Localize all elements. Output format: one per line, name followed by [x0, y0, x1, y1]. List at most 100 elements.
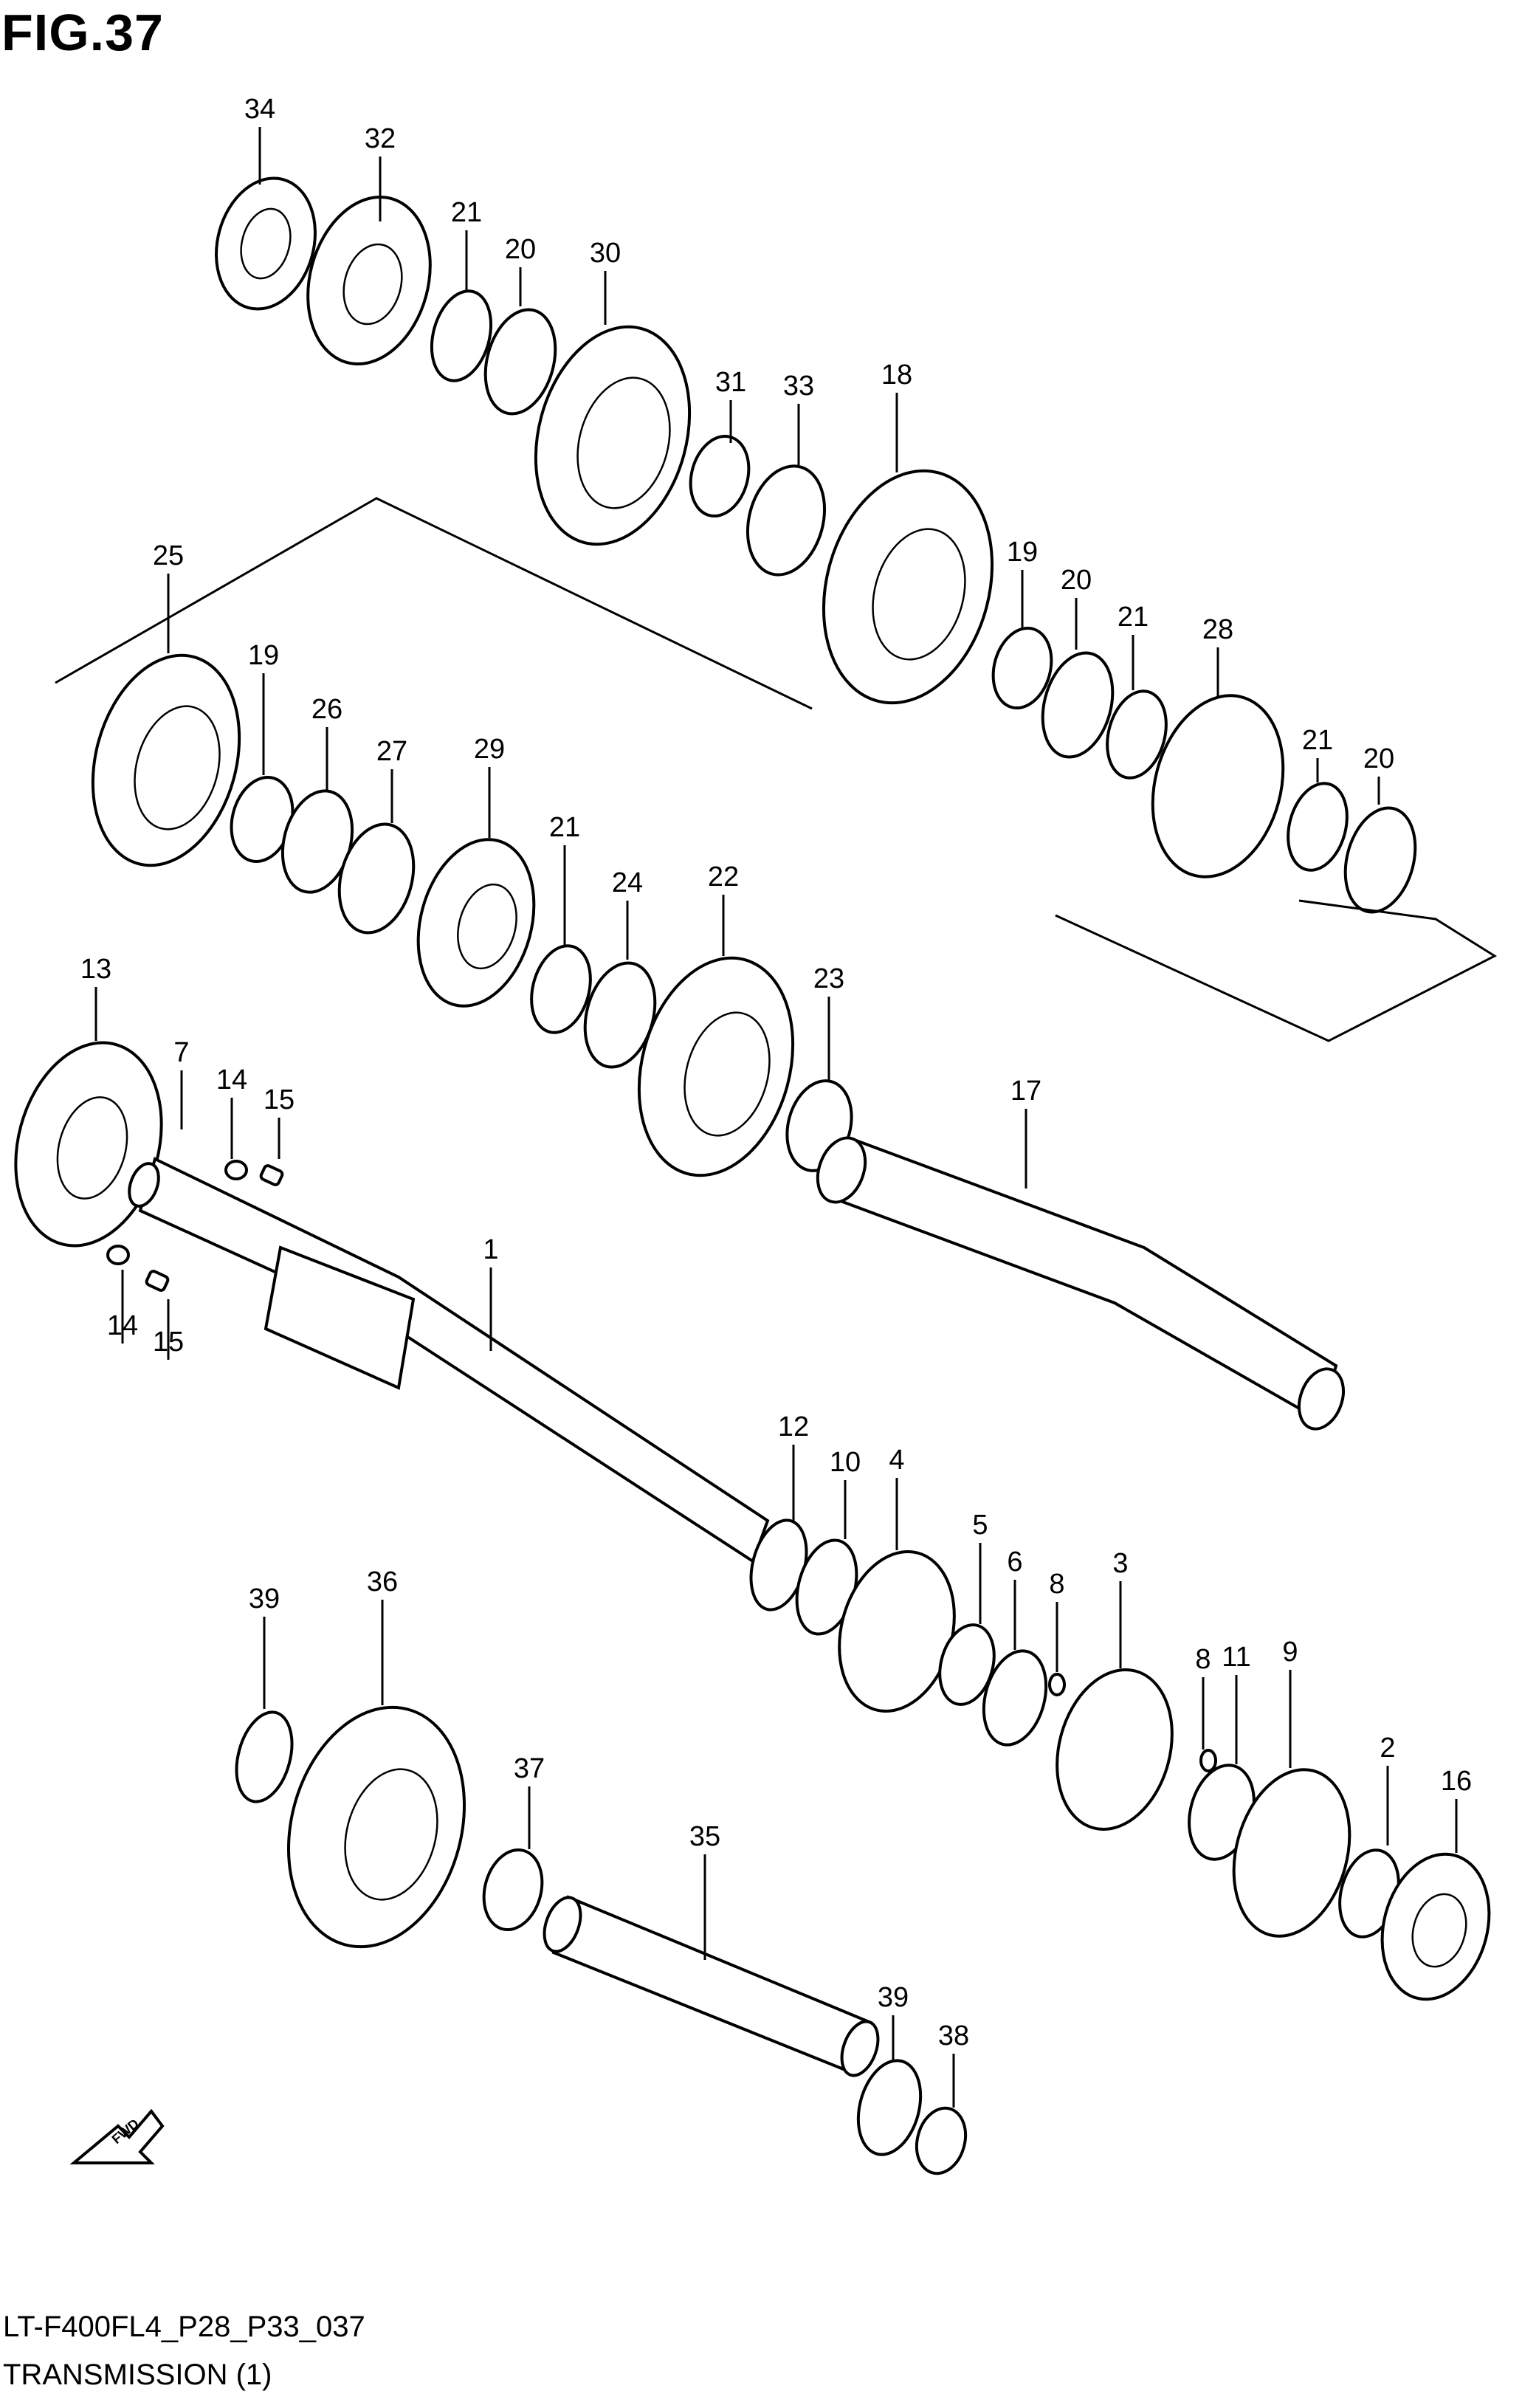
- diagram-caption: TRANSMISSION (1): [3, 2359, 272, 2391]
- callout-label-30: 30: [590, 238, 621, 269]
- pin-8-a[interactable]: [1048, 1673, 1066, 1696]
- callout-label-21: 21: [451, 197, 482, 228]
- middle-gear-group: [71, 639, 853, 1193]
- circlip-38[interactable]: [909, 2102, 972, 2178]
- callout-label-19: 19: [248, 640, 279, 671]
- circlip-21-a[interactable]: [422, 284, 500, 387]
- fwd-arrow-icon: FWD: [69, 2108, 165, 2164]
- callout-label-11: 11: [1222, 1642, 1250, 1673]
- plate-14-b[interactable]: [106, 1245, 130, 1265]
- bearing-34[interactable]: [202, 167, 329, 320]
- washer-20-c[interactable]: [1335, 800, 1426, 920]
- gear-30[interactable]: [513, 309, 713, 562]
- callout-label-35: 35: [689, 1821, 720, 1852]
- gear-28[interactable]: [1134, 681, 1303, 891]
- gear-9[interactable]: [1216, 1757, 1367, 1950]
- washer-27[interactable]: [328, 816, 425, 941]
- gear-25[interactable]: [71, 639, 262, 881]
- callout-label-29: 29: [474, 734, 505, 765]
- callout-label-1: 1: [483, 1234, 498, 1265]
- callout-label-9: 9: [1282, 1637, 1298, 1668]
- callout-label-5: 5: [972, 1510, 988, 1541]
- callout-label-7: 7: [173, 1037, 189, 1068]
- callout-label-8: 8: [1049, 1569, 1064, 1600]
- callout-label-8: 8: [1195, 1644, 1211, 1675]
- callout-label-32: 32: [365, 123, 396, 154]
- callout-label-28: 28: [1202, 614, 1233, 645]
- callout-label-2: 2: [1380, 1733, 1395, 1764]
- gear-36[interactable]: [263, 1688, 490, 1967]
- callout-label-31: 31: [715, 367, 746, 398]
- bottom-left-group: [227, 1688, 972, 2178]
- gear-3[interactable]: [1040, 1657, 1189, 1842]
- bushing-19-a[interactable]: [985, 622, 1060, 715]
- callout-label-22: 22: [708, 861, 739, 892]
- upper-gear-group: [202, 167, 1426, 920]
- gear-29[interactable]: [401, 827, 551, 1019]
- circlip-21-b[interactable]: [1098, 684, 1175, 785]
- plate-14-a[interactable]: [224, 1160, 248, 1180]
- callout-label-23: 23: [813, 963, 844, 994]
- callout-label-36: 36: [367, 1566, 398, 1597]
- callout-label-26: 26: [311, 694, 342, 725]
- screw-15-a[interactable]: [259, 1164, 284, 1186]
- callout-label-37: 37: [514, 1753, 545, 1784]
- washer-20-a[interactable]: [475, 302, 566, 422]
- main-shaft-1[interactable]: [0, 1026, 770, 1564]
- callout-label-3: 3: [1112, 1548, 1128, 1579]
- washer-6[interactable]: [974, 1644, 1056, 1752]
- washer-39-a[interactable]: [227, 1706, 301, 1808]
- callout-label-38: 38: [938, 2020, 969, 2051]
- callout-label-18: 18: [881, 360, 912, 391]
- callout-label-33: 33: [783, 371, 814, 402]
- callout-label-6: 6: [1007, 1547, 1022, 1578]
- callout-label-21: 21: [1302, 725, 1333, 756]
- callout-label-15: 15: [153, 1327, 184, 1358]
- callout-label-21: 21: [549, 812, 580, 843]
- bearing-13[interactable]: [0, 1026, 183, 1262]
- callout-label-27: 27: [376, 736, 407, 767]
- screw-15-b[interactable]: [145, 1270, 170, 1292]
- figure-title: FIG.37: [1, 4, 164, 61]
- bushing-31[interactable]: [682, 430, 757, 523]
- callout-label-13: 13: [80, 954, 111, 985]
- callout-label-20: 20: [1363, 743, 1394, 774]
- callout-label-4: 4: [889, 1445, 904, 1476]
- bearing-16[interactable]: [1367, 1842, 1505, 2011]
- shaft-35[interactable]: [537, 1893, 884, 2080]
- callout-label-39: 39: [878, 1982, 909, 2013]
- circlip-21-c[interactable]: [1279, 777, 1356, 877]
- callout-label-16: 16: [1441, 1766, 1472, 1797]
- countershaft-17[interactable]: [809, 1131, 1351, 1435]
- callout-label-14: 14: [216, 1064, 247, 1095]
- assembly-outline-top: [55, 497, 813, 710]
- needle-bearing-37[interactable]: [475, 1843, 551, 1936]
- gear-18[interactable]: [799, 452, 1016, 722]
- lower-right-group: [749, 1518, 1505, 2011]
- washer-20-b[interactable]: [1032, 645, 1123, 765]
- gear-32[interactable]: [290, 183, 448, 378]
- callout-label-12: 12: [778, 1411, 809, 1442]
- washer-33[interactable]: [736, 458, 836, 584]
- circlip-21-d[interactable]: [523, 939, 599, 1039]
- callout-label-10: 10: [830, 1447, 861, 1478]
- callout-label-17: 17: [1010, 1076, 1041, 1107]
- callout-label-19: 19: [1007, 537, 1038, 568]
- diagram-code: LT-F400FL4_P28_P33_037: [3, 2311, 365, 2343]
- pin-8-b[interactable]: [1199, 1749, 1217, 1772]
- callout-label-21: 21: [1118, 602, 1149, 633]
- callout-label-14: 14: [107, 1310, 138, 1341]
- callout-label-15: 15: [264, 1084, 295, 1115]
- washer-39-b[interactable]: [849, 2054, 931, 2161]
- gear-22[interactable]: [616, 940, 816, 1193]
- callout-label-24: 24: [612, 867, 643, 898]
- callout-label-20: 20: [1061, 565, 1092, 596]
- callout-label-25: 25: [153, 540, 184, 571]
- callout-label-39: 39: [249, 1583, 280, 1614]
- callout-label-34: 34: [244, 94, 275, 125]
- assembly-outline-right: [1055, 899, 1498, 1042]
- callout-label-20: 20: [505, 234, 536, 265]
- bushing-5[interactable]: [932, 1619, 1002, 1710]
